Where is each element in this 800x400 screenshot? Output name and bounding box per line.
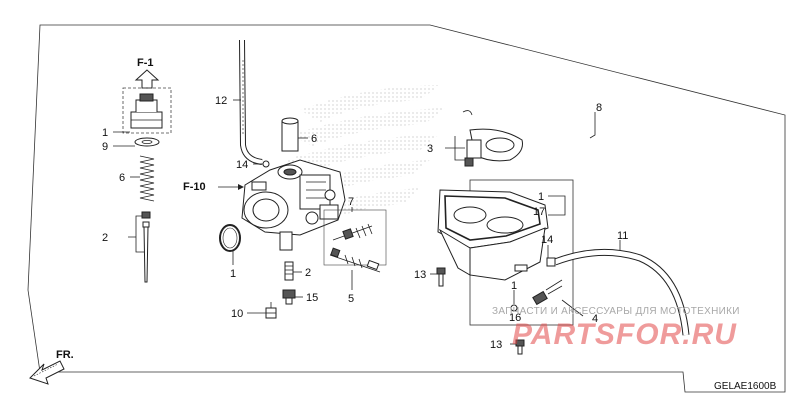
callout-13-b: 13 bbox=[490, 339, 502, 351]
washer-9-hole bbox=[141, 140, 153, 144]
sleeve-6 bbox=[281, 117, 299, 152]
callout-14-mid: 14 bbox=[236, 159, 248, 171]
cable-tube-12 bbox=[239, 39, 263, 165]
watermark-logo: PARTSFOR.RU bbox=[512, 318, 737, 351]
assembly-boundary-8 bbox=[27, 24, 786, 393]
o-ring-1-inner bbox=[222, 227, 238, 249]
callout-6-mid: 6 bbox=[311, 133, 317, 145]
callouts: 1 9 6 2 12 6 14 7 5 1 2 15 10 8 3 1 17 1… bbox=[102, 95, 628, 351]
f1-reference: F-1 bbox=[134, 57, 160, 89]
jet-needle-2 bbox=[141, 211, 151, 283]
callout-1-right: 1 bbox=[538, 191, 544, 203]
screw-set-7 bbox=[323, 209, 387, 273]
screw-16 bbox=[510, 279, 563, 312]
f10-reference-label: F-10 bbox=[183, 181, 206, 193]
top-cap bbox=[122, 87, 172, 134]
callout-13-a: 13 bbox=[414, 269, 426, 281]
watermark-tagline: ЗАПЧАСТИ И АКСЕССУАРЫ ДЛЯ МОТОТЕХНИКИ bbox=[492, 306, 740, 317]
cover-3 bbox=[462, 110, 523, 167]
o-ring-1 bbox=[219, 224, 241, 252]
f1-reference-label: F-1 bbox=[137, 57, 154, 69]
callout-1-oring: 1 bbox=[230, 268, 236, 280]
callout-2-mid: 2 bbox=[305, 267, 311, 279]
fr-direction-arrow: FR. bbox=[29, 349, 74, 385]
diagram-code: GELAE1600B bbox=[714, 381, 777, 392]
callout-16: 16 bbox=[509, 312, 521, 324]
callout-5: 5 bbox=[348, 293, 354, 305]
callout-12: 12 bbox=[215, 95, 227, 107]
callout-14-right: 14 bbox=[541, 234, 553, 246]
callout-1-low: 1 bbox=[511, 280, 517, 292]
callout-7: 7 bbox=[348, 196, 354, 208]
carburetor-body bbox=[241, 159, 346, 251]
callout-15: 15 bbox=[306, 292, 318, 304]
float-chamber bbox=[437, 179, 574, 326]
leader-lines bbox=[113, 99, 621, 345]
bolt-13-a bbox=[436, 267, 446, 287]
f10-reference: F-10 bbox=[183, 181, 244, 193]
callout-2-left: 2 bbox=[102, 232, 108, 244]
bolt-13-b bbox=[515, 339, 525, 355]
callout-6-left: 6 bbox=[119, 172, 125, 184]
fr-direction-label: FR. bbox=[56, 349, 74, 361]
callout-4: 4 bbox=[592, 313, 598, 325]
main-jet-2-mid bbox=[284, 261, 294, 281]
callout-1-top: 1 bbox=[102, 127, 108, 139]
clip-14 bbox=[262, 160, 270, 168]
jet-15 bbox=[282, 289, 296, 305]
callout-8: 8 bbox=[596, 102, 602, 114]
callout-17: 17 bbox=[533, 206, 545, 218]
callout-10: 10 bbox=[231, 308, 243, 320]
callout-3: 3 bbox=[427, 143, 433, 155]
callout-11: 11 bbox=[617, 230, 628, 242]
spring-6-left bbox=[139, 155, 155, 202]
clip-10 bbox=[265, 302, 277, 319]
callout-9: 9 bbox=[102, 141, 108, 153]
drain-hose-11 bbox=[546, 248, 690, 336]
